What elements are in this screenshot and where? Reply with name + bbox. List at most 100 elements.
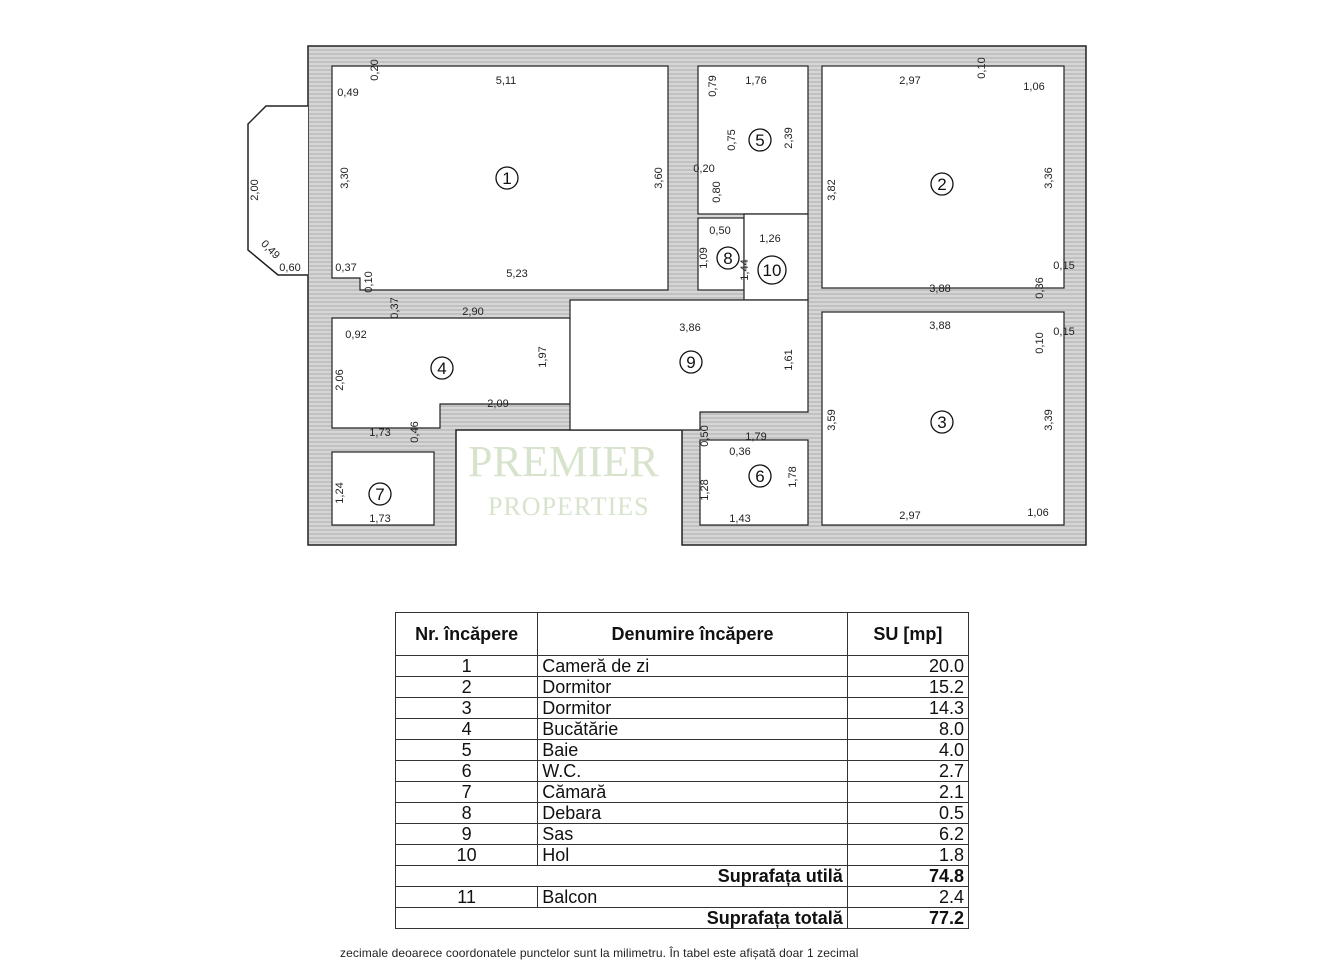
room-7 <box>331 451 435 526</box>
room-number-10: 10 <box>757 255 787 285</box>
table-header: Nr. încăpere Denumire încăpere SU [mp] <box>394 612 970 656</box>
dimension-label: 2,97 <box>899 75 920 87</box>
dimension-label: 1,73 <box>369 513 390 525</box>
room-name: Balcon <box>537 886 848 908</box>
room-number-text: 2 <box>937 175 946 194</box>
room-number-6: 6 <box>748 464 772 488</box>
room-8 <box>697 217 745 291</box>
footnote-text: zecimale deoarece coordonatele punctelor… <box>340 946 859 960</box>
dimension-label: 0,50 <box>699 425 711 446</box>
room-name: Baie <box>537 739 848 761</box>
dimension-label: 0,79 <box>707 75 719 96</box>
dimension-label: 0,49 <box>337 87 358 99</box>
room-number-circle <box>930 172 954 196</box>
room-area: 6.2 <box>846 823 970 845</box>
dimension-label: 1,28 <box>699 479 711 500</box>
dimension-label: 1,73 <box>369 427 390 439</box>
room-number-circle <box>748 464 772 488</box>
footnote: zecimale deoarece coordonatele punctelor… <box>340 946 859 960</box>
dimension-label: 2,97 <box>899 510 920 522</box>
room-number-circle <box>930 410 954 434</box>
room-number-7: 7 <box>368 482 392 506</box>
room-name: Cămară <box>537 781 848 803</box>
dimension-label: 0,10 <box>976 57 988 78</box>
dimension-label: 2,90 <box>462 306 483 318</box>
dimension-label: 1,44 <box>739 259 751 280</box>
dimension-label: 0,37 <box>335 262 356 274</box>
header-name: Denumire încăpere <box>537 612 848 656</box>
room-number-9: 9 <box>679 350 703 374</box>
room-name: Dormitor <box>537 676 848 698</box>
room-nr: 3 <box>394 697 539 719</box>
room-name: Cameră de zi <box>537 655 848 677</box>
room-nr: 1 <box>394 655 539 677</box>
room-number-text: 8 <box>723 249 732 268</box>
dimension-label: 1,26 <box>759 233 780 245</box>
watermark-properties: PROPERTIES <box>488 492 650 521</box>
room-name: W.C. <box>537 760 848 782</box>
room-number-circle <box>679 350 703 374</box>
dimension-label: 5,23 <box>506 268 527 280</box>
room-nr: 4 <box>394 718 539 740</box>
dimension-label: 1,09 <box>698 247 710 268</box>
room-3 <box>821 311 1065 526</box>
dimension-label: 1,06 <box>1027 507 1048 519</box>
room-area: 1.8 <box>846 844 970 866</box>
room-nr: 8 <box>394 802 539 824</box>
room-1 <box>331 65 669 291</box>
room-number-3: 3 <box>930 410 954 434</box>
room-9 <box>569 299 809 431</box>
dimension-label: 0,46 <box>409 421 421 442</box>
dimension-label: 0,50 <box>709 225 730 237</box>
room-number-8: 8 <box>716 246 740 270</box>
dimension-label: 0,36 <box>729 446 750 458</box>
room-2 <box>821 65 1065 289</box>
room-nr: 9 <box>394 823 539 845</box>
dimension-label: 0,20 <box>369 59 381 80</box>
dimension-label: 3,82 <box>826 179 838 200</box>
room-nr: 2 <box>394 676 539 698</box>
room-area: 4.0 <box>846 739 970 761</box>
header-su: SU [mp] <box>846 612 970 656</box>
dimension-label: 0,60 <box>279 262 300 274</box>
room-number-circle <box>430 356 454 380</box>
room-area: 15.2 <box>846 676 970 698</box>
dimension-label: 0,15 <box>1053 260 1074 272</box>
dimension-label: 1,06 <box>1023 81 1044 93</box>
dimension-label: 5,11 <box>496 75 517 87</box>
dimension-label: 0,20 <box>693 163 714 175</box>
dimension-label: 3,36 <box>1043 167 1055 188</box>
room-area: 14.3 <box>846 697 970 719</box>
total-area-label: Suprafața totală <box>395 907 848 929</box>
room-name: Sas <box>537 823 848 845</box>
total-area-value: 77.2 <box>846 907 970 929</box>
room-number-text: 5 <box>755 131 764 150</box>
dimension-label: 3,39 <box>1043 409 1055 430</box>
dimension-label: 1,78 <box>787 466 799 487</box>
dimension-label: 1,76 <box>745 75 766 87</box>
dimension-label: 3,60 <box>653 167 665 188</box>
dimension-label: 3,88 <box>929 283 950 295</box>
room-name: Debara <box>537 802 848 824</box>
room-number-circle <box>368 482 392 506</box>
room-area: 20.0 <box>846 655 970 677</box>
useful-area-value: 74.8 <box>846 865 970 887</box>
dimension-label: 0,37 <box>389 297 401 318</box>
dimension-label: 0,75 <box>726 129 738 150</box>
room-nr: 6 <box>394 760 539 782</box>
dimension-label: 1,43 <box>729 513 750 525</box>
room-6 <box>699 439 809 526</box>
useful-area-label: Suprafața utilă <box>395 865 848 887</box>
room-number-text: 9 <box>686 353 695 372</box>
room-number-4: 4 <box>430 356 454 380</box>
dimension-label: 2,00 <box>249 179 261 200</box>
